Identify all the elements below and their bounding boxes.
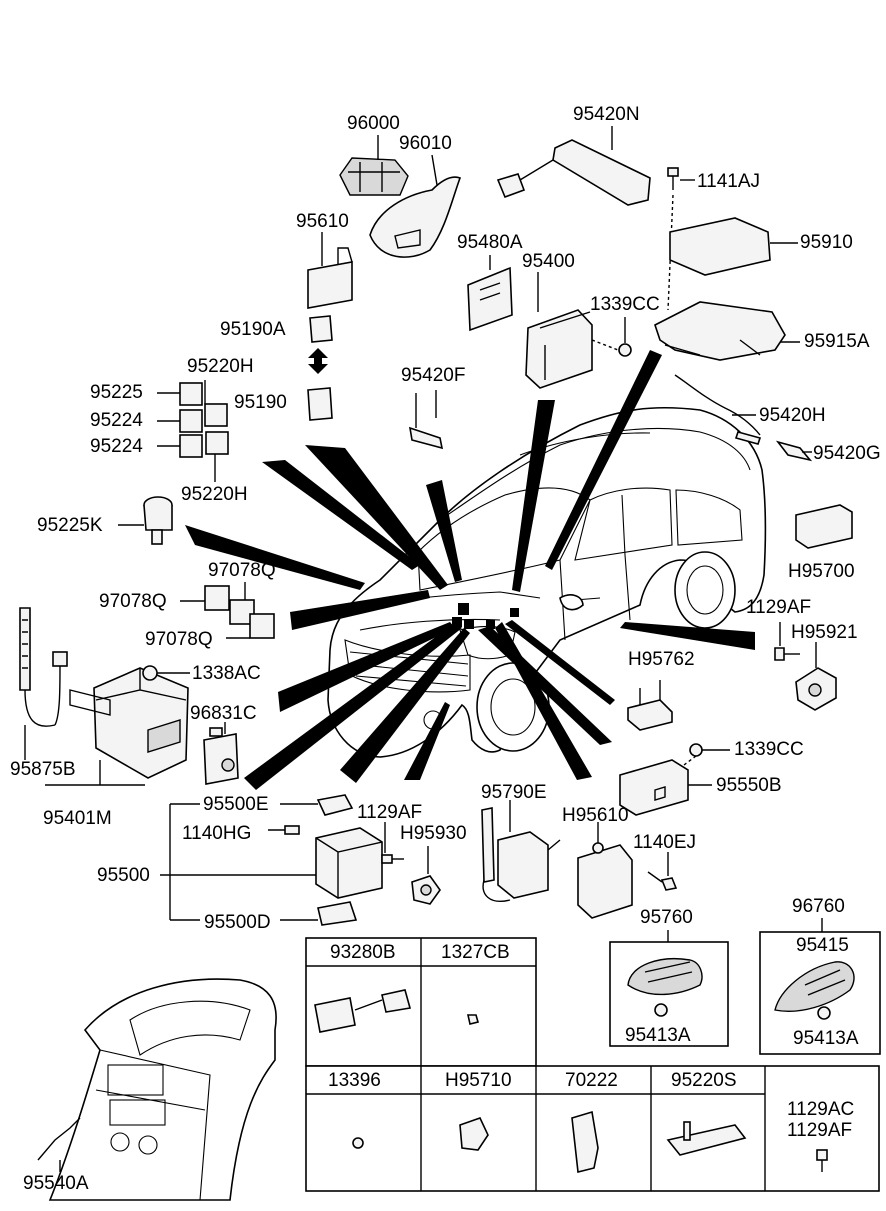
label-H95700: H95700 xyxy=(788,561,855,582)
part-95190-drawing xyxy=(307,315,333,421)
label-95225: 95225 xyxy=(90,382,143,403)
label-95875B: 95875B xyxy=(10,759,76,780)
part-H95762-drawing xyxy=(627,680,673,731)
label-H95930: H95930 xyxy=(400,823,467,844)
label-95190A: 95190A xyxy=(220,319,286,340)
label-95225K: 95225K xyxy=(37,515,103,536)
part-95420N-drawing xyxy=(496,126,651,206)
label-95413A-a: 95413A xyxy=(625,1025,691,1046)
part-95225K-drawing xyxy=(118,496,173,545)
table-cell-95220S: 95220S xyxy=(671,1070,737,1091)
part-95875B-drawing xyxy=(19,607,68,760)
label-H95921: H95921 xyxy=(791,622,858,643)
label-97078Q-a: 97078Q xyxy=(208,560,276,581)
part-95500-drawing xyxy=(160,794,383,926)
part-1338AC-drawing xyxy=(142,665,190,681)
label-1129AF-mid: 1129AF xyxy=(357,802,423,823)
part-1339CC-top-drawing xyxy=(618,317,632,357)
label-95610: 95610 xyxy=(296,211,349,232)
part-H95930-drawing xyxy=(381,822,441,905)
part-97078Q-drawing xyxy=(180,582,275,639)
part-95420H-drawing xyxy=(674,374,813,462)
table-cell-13396: 13396 xyxy=(328,1070,381,1091)
label-95420H: 95420H xyxy=(759,405,826,426)
label-95790E: 95790E xyxy=(481,782,547,803)
dashboard-95540A-drawing xyxy=(37,978,277,1201)
label-95220H-bottom: 95220H xyxy=(181,484,248,505)
table-cell-1129AC: 1129AC xyxy=(787,1099,855,1120)
table-cell-H95710: H95710 xyxy=(445,1070,512,1091)
part-H95700-drawing xyxy=(795,504,853,549)
label-1129AF-right: 1129AF xyxy=(746,597,812,618)
label-95400: 95400 xyxy=(522,251,575,272)
label-95420G: 95420G xyxy=(813,443,881,464)
label-95224-a: 95224 xyxy=(90,410,143,431)
part-96010-drawing xyxy=(369,154,462,258)
part-95480A-drawing xyxy=(467,255,513,332)
label-95224-b: 95224 xyxy=(90,436,143,457)
label-95415: 95415 xyxy=(796,935,849,956)
label-1140EJ: 1140EJ xyxy=(633,832,697,853)
label-96831C: 96831C xyxy=(190,703,257,724)
label-95413A-b: 95413A xyxy=(793,1028,859,1049)
label-95500: 95500 xyxy=(97,865,150,886)
leader-rays xyxy=(185,350,755,790)
label-95915A: 95915A xyxy=(804,331,870,352)
label-97078Q-c: 97078Q xyxy=(145,629,213,650)
part-1141AJ-drawing xyxy=(667,167,695,311)
label-95401M: 95401M xyxy=(43,808,112,829)
label-95540A: 95540A xyxy=(23,1173,89,1194)
part-H95921-drawing xyxy=(774,622,837,711)
parts-table-grid xyxy=(305,937,880,1192)
part-95401M-drawing xyxy=(45,667,189,786)
table-cell-1327CB: 1327CB xyxy=(441,942,510,963)
label-96760: 96760 xyxy=(792,896,845,917)
label-96010: 96010 xyxy=(399,133,452,154)
label-95220H-top: 95220H xyxy=(187,356,254,377)
key-95760-box xyxy=(609,930,729,1047)
label-1338AC: 1338AC xyxy=(192,663,261,684)
table-cell-1129AF: 1129AF xyxy=(787,1120,853,1141)
part-95910-drawing xyxy=(669,217,798,276)
table-cell-93280B: 93280B xyxy=(330,942,396,963)
part-96831C-drawing xyxy=(203,722,239,785)
table-cell-70222: 70222 xyxy=(565,1070,618,1091)
label-1339CC-top: 1339CC xyxy=(590,294,660,315)
part-95790E-drawing xyxy=(481,800,561,902)
label-H95610: H95610 xyxy=(562,805,629,826)
label-95420N: 95420N xyxy=(573,104,640,125)
part-96000-drawing xyxy=(339,135,409,196)
label-95500E: 95500E xyxy=(203,794,269,815)
label-95910: 95910 xyxy=(800,232,853,253)
label-95480A: 95480A xyxy=(457,232,523,253)
label-95550B: 95550B xyxy=(716,775,782,796)
label-95420F: 95420F xyxy=(401,365,466,386)
part-95400-drawing xyxy=(525,272,619,389)
key-96760-box xyxy=(759,918,881,1055)
label-95760: 95760 xyxy=(640,907,693,928)
part-1140EJ-drawing xyxy=(647,852,678,891)
part-H95610-drawing xyxy=(577,822,633,919)
label-97078Q-b: 97078Q xyxy=(99,591,167,612)
part-95610-drawing xyxy=(307,232,353,309)
label-H95762: H95762 xyxy=(628,649,695,670)
label-1140HG: 1140HG xyxy=(182,823,252,844)
part-95915A-drawing xyxy=(654,301,800,361)
label-95500D: 95500D xyxy=(204,912,271,933)
part-relays-drawing xyxy=(157,380,229,482)
part-95420F-drawing xyxy=(408,390,444,450)
label-96000: 96000 xyxy=(347,113,400,134)
label-95190: 95190 xyxy=(234,392,287,413)
label-1141AJ: 1141AJ xyxy=(697,171,761,192)
label-1339CC-bottom: 1339CC xyxy=(734,739,804,760)
part-95550B-drawing xyxy=(619,743,730,816)
